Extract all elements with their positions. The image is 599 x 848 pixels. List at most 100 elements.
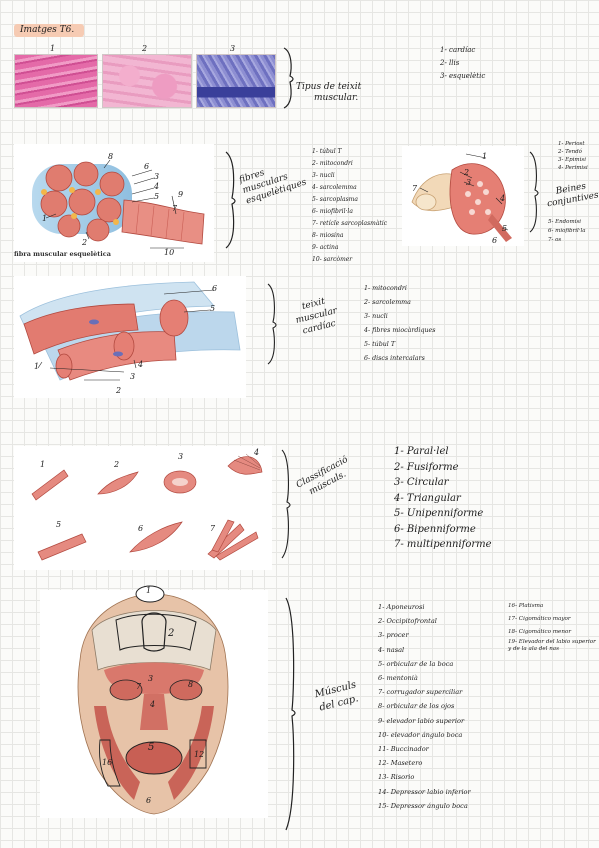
sheath-label: Beines conjuntives — [544, 180, 599, 211]
sheath-fig-number-5: 5 — [502, 224, 508, 233]
list-item: 3- Circular — [394, 477, 449, 488]
list-item: 5- túbul T — [364, 341, 396, 348]
head-figure: 1 2 3 4 5 6 7 8 12 16 — [40, 585, 268, 818]
list-item: 10- sarcòmer — [312, 256, 353, 263]
class-fig-number-4: 4 — [254, 448, 260, 457]
sheath-fig-number-7: 7 — [412, 184, 418, 193]
list-item: 8- miosina — [312, 232, 344, 239]
sheath-fig-number-6: 6 — [492, 236, 498, 245]
list-item: 6- mentonià — [378, 674, 418, 683]
cardiac-fig-number-3: 3 — [130, 372, 136, 381]
cardiac-fig-number-4: 4 — [138, 360, 144, 369]
sheath-list-bottom: 5- Endomisi 6- miofibril·la 7- os — [548, 218, 586, 245]
fibre-fig-number-10: 10 — [164, 248, 175, 257]
head-fig-number-1: 1 — [146, 586, 152, 595]
smooth-tissue-image — [102, 54, 192, 108]
fibre-bracket — [225, 151, 236, 249]
head-bracket — [285, 597, 296, 831]
list-item: 10- elevador ángulo boca — [378, 730, 463, 739]
page-title: Imatges T6. — [14, 24, 85, 37]
cardiac-label: teixit muscular cardíac — [282, 291, 351, 341]
list-item: 3- Epimisi — [558, 157, 586, 163]
tissue-list: 1- cardíac 2- llis 3- esquelètic — [440, 44, 485, 83]
cardiac-list: 1- mitocondri 2- sarcolemma 3- nucli 4- … — [364, 282, 436, 366]
list-item: 7- os — [548, 237, 562, 243]
list-item: 1- Periost — [558, 141, 585, 147]
head-label: Músculs del cap. — [300, 675, 375, 719]
fibre-list: 1- túbul T 2- mitocondri 3- nucli 4- sar… — [312, 146, 387, 266]
list-item: 2- Tendó — [558, 149, 582, 155]
classification-label: Classificació músculs. — [292, 453, 358, 503]
cardiac-illustration — [19, 281, 241, 381]
head-illustration — [77, 585, 229, 815]
sheath-fig-number-4: 4 — [500, 194, 506, 203]
list-item: 2- sarcolemma — [364, 299, 411, 306]
head-fig-number-7: 7 — [136, 682, 142, 691]
class-fig-number-6: 6 — [138, 524, 144, 533]
head-list-a: 1- Aponeurosi 2- Occipitofrontal 3- proc… — [378, 600, 471, 813]
list-item: 3- nucli — [364, 313, 388, 320]
list-item: 2- llis — [440, 59, 460, 67]
class-fig-number-2: 2 — [114, 460, 120, 469]
list-item: 19- Elevador del labio superior y de la … — [508, 639, 596, 652]
class-fig-number-5: 5 — [56, 520, 62, 529]
sheath-illustration — [411, 153, 512, 242]
list-item: 15- Depressor ángulo boca — [378, 801, 468, 810]
fibre-caption: fibra muscular esquelètica — [14, 250, 111, 258]
list-item: 4- Triangular — [394, 492, 461, 504]
head-fig-number-8: 8 — [188, 680, 194, 689]
fibre-fig-number-6: 6 — [144, 162, 150, 171]
class-fig-number-3: 3 — [178, 452, 184, 461]
head-fig-number-3: 3 — [148, 674, 154, 683]
list-item: 3- esquelètic — [440, 72, 486, 80]
list-item: 6- Bipenniforme — [394, 523, 476, 535]
list-item: 1- cardíac — [440, 46, 476, 54]
skeletal-fibre-illustration — [32, 159, 205, 249]
list-item: 3- nucli — [312, 172, 335, 179]
cardiac-fig-number-1: 1 — [34, 362, 40, 371]
fibre-fig-number-4: 4 — [154, 182, 160, 191]
list-item: 5- Unipenniforme — [394, 508, 484, 519]
sheath-fig-number-2: 2 — [464, 168, 470, 177]
list-item: 11- Buccinador — [378, 745, 429, 754]
tissue-number-2: 2 — [142, 44, 148, 53]
classification-list: 1- Paral·lel 2- Fusiforme 3- Circular 4-… — [394, 444, 492, 553]
head-fig-number-5: 5 — [148, 742, 155, 753]
list-item: 1- Paral·lel — [394, 446, 449, 457]
list-item: 1- Aponeurosi — [378, 603, 425, 611]
cardiac-figure: 1 2 3 4 5 6 — [14, 276, 246, 398]
head-list-b: 16- Platisma 17- Cigomático mayor 18- Ci… — [508, 600, 596, 653]
tissue-number-3: 3 — [230, 44, 236, 53]
list-item: 4- Perimisi — [558, 165, 588, 171]
fibre-fig-number-3: 3 — [154, 172, 160, 181]
sheath-list-top: 1- Periost 2- Tendó 3- Epimisi 4- Perimi… — [558, 140, 588, 172]
list-item: 2- Fusiforme — [394, 461, 459, 473]
fibre-fig-number-7: 7 — [172, 204, 178, 213]
cardiac-fig-number-5: 5 — [210, 304, 216, 313]
fibre-fig-number-8: 8 — [108, 152, 114, 161]
skeletal-tissue-image — [14, 54, 98, 108]
list-item: 14- Depressor labio inferior — [378, 787, 471, 796]
skeletal-fibre-figure: 1 2 3 4 5 6 7 8 9 10 fibra muscular esqu… — [14, 144, 214, 262]
list-item: 1- mitocondri — [364, 285, 407, 292]
sheath-fig-number-3: 3 — [466, 178, 472, 187]
sheath-figure: 1 2 3 4 5 6 7 — [402, 146, 524, 246]
classification-illustration — [31, 453, 263, 561]
list-item: 7- retícle sarcoplasmàtic — [312, 220, 388, 227]
tissue-label-line-2: muscular. — [314, 93, 359, 103]
tissue-label-line-1: Tipus de teixit — [296, 82, 362, 92]
list-item: 4- sarcolemma — [312, 184, 357, 191]
list-item: 6- discs intercalars — [364, 355, 425, 362]
class-fig-number-7: 7 — [210, 524, 216, 533]
tissue-label: Tipus de teixit muscular. — [296, 82, 380, 104]
tissue-bracket — [283, 47, 294, 109]
fibre-label: fibres musculars esquelètiques — [238, 157, 308, 208]
list-item: 2- Occipitofrontal — [378, 617, 437, 626]
list-item: 1- túbul T — [312, 148, 342, 155]
head-fig-number-12: 12 — [194, 750, 205, 759]
fibre-fig-number-9: 9 — [178, 190, 184, 199]
list-item: 12- Masetero — [378, 759, 423, 768]
sheath-bracket — [529, 151, 539, 233]
classification-bracket — [281, 449, 291, 559]
list-item: 9- elevador labio superior — [378, 716, 465, 725]
